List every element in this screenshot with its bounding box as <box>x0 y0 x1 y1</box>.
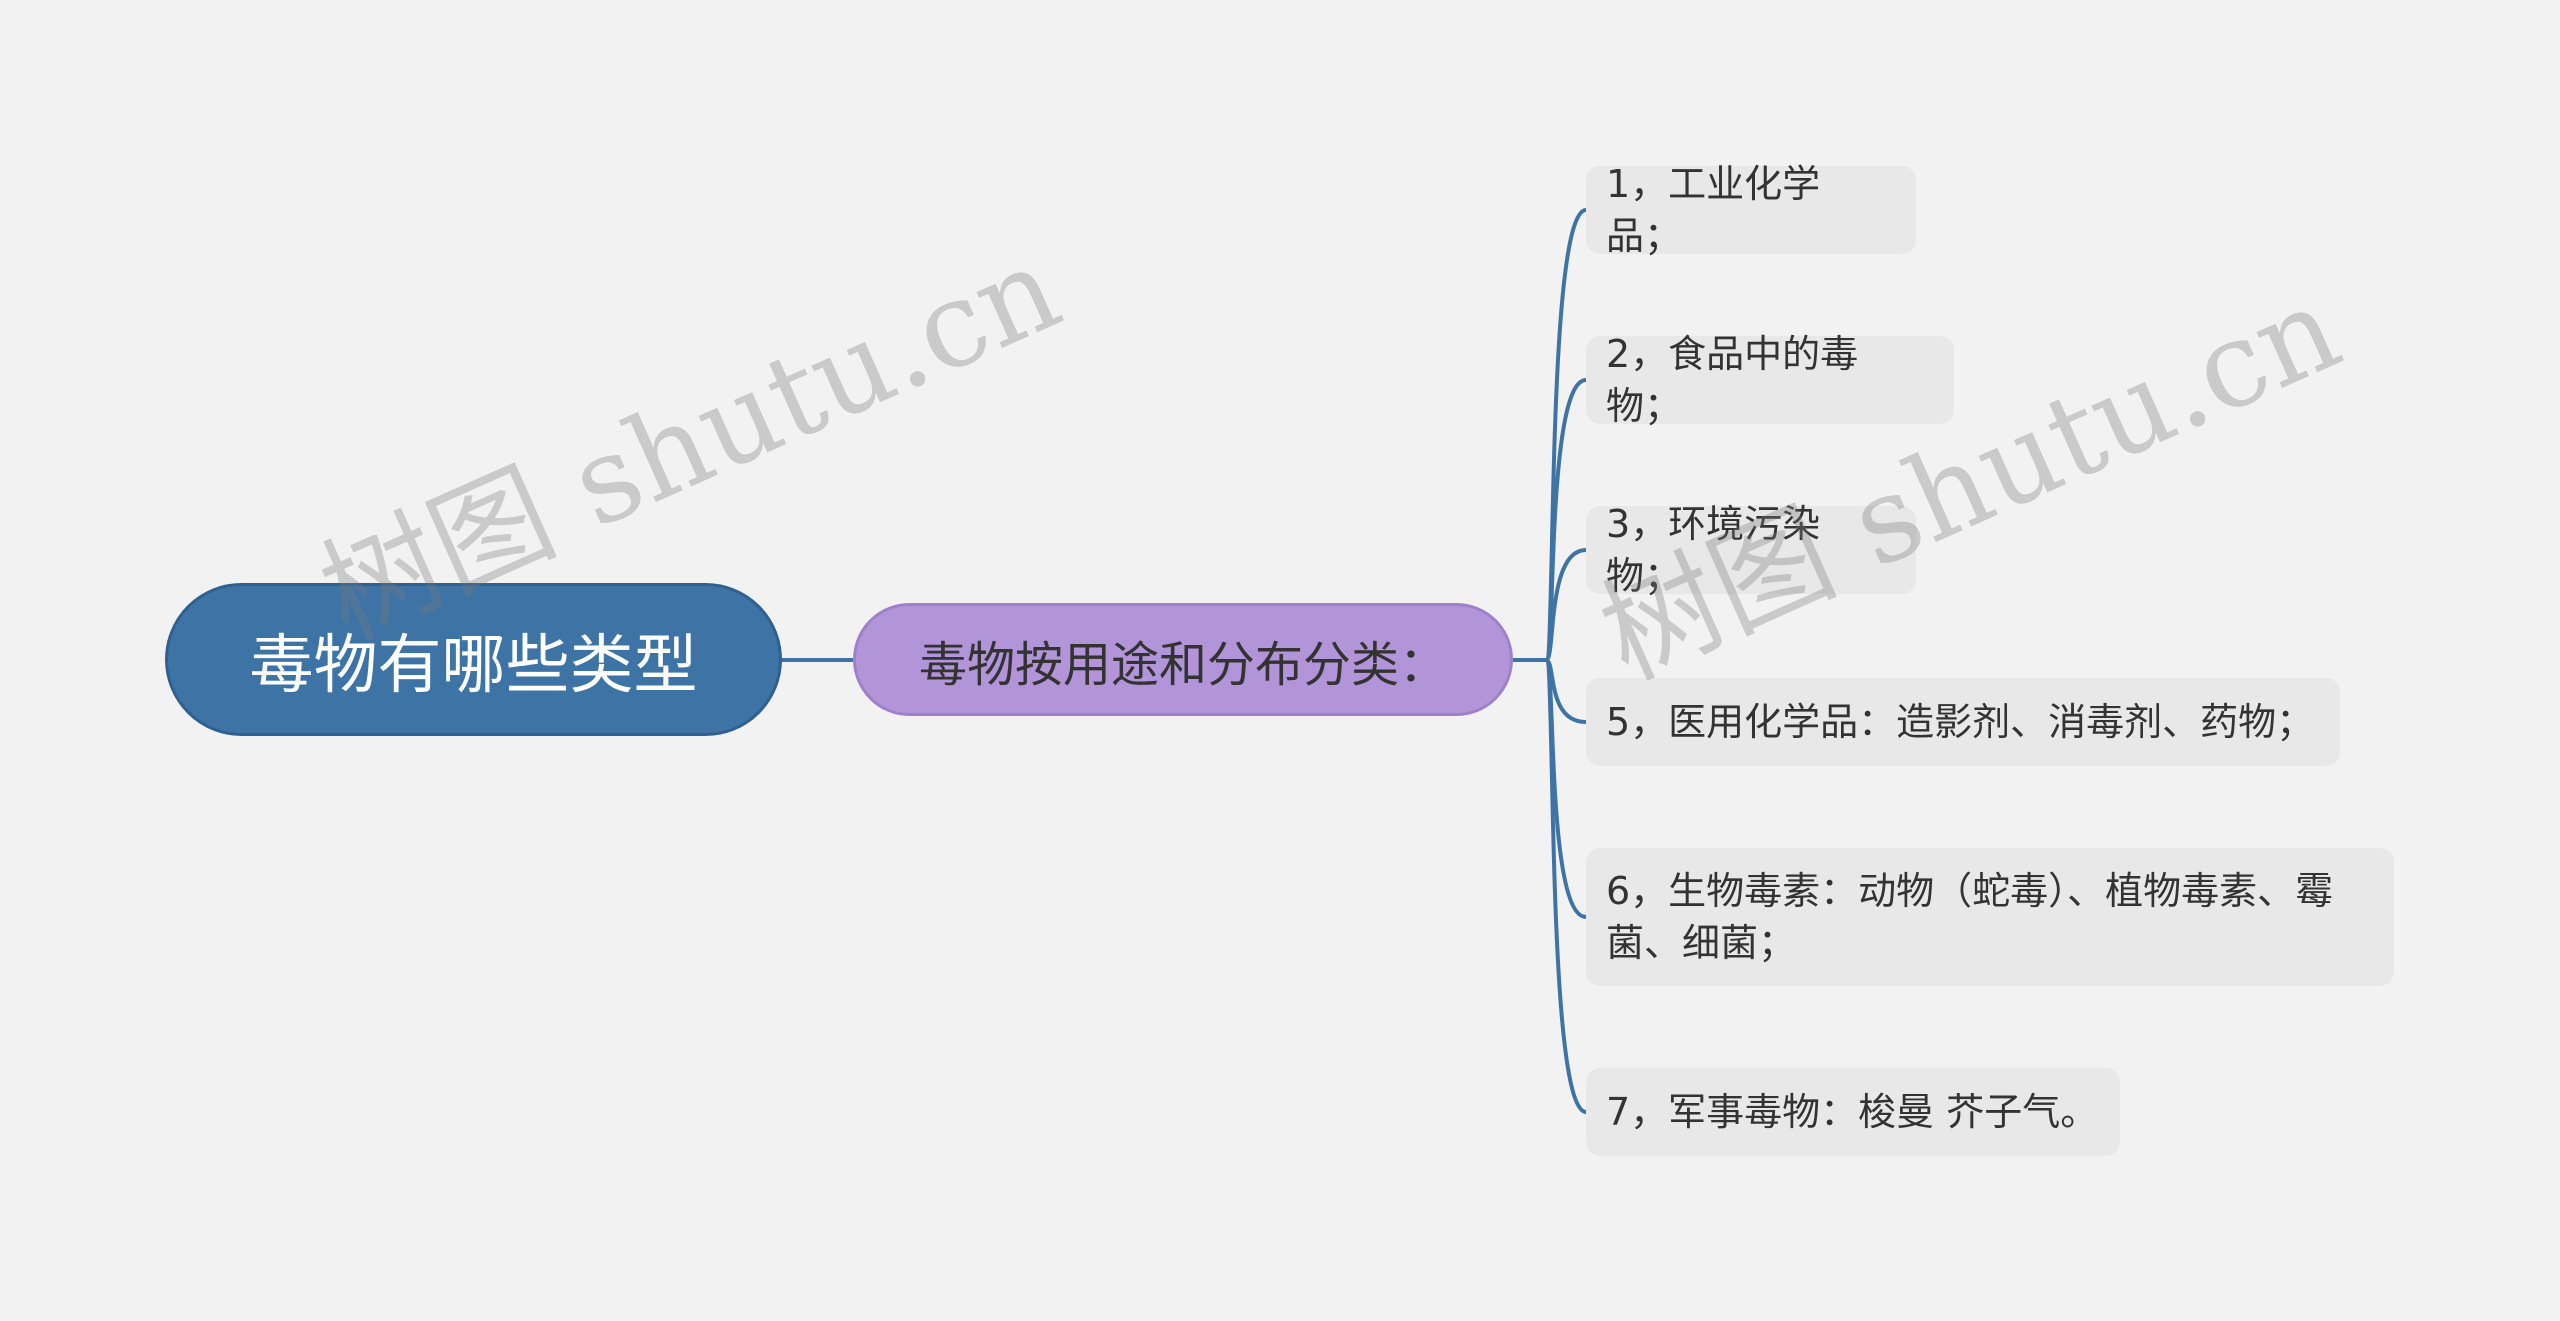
leaf-topic-label-line2: 菌、细菌； <box>1606 921 1797 965</box>
branch-topic[interactable]: 毒物按用途和分布分类： <box>853 603 1513 716</box>
leaf-topic-label: 3，环境污染物； <box>1606 502 1821 598</box>
leaf-topic-label: 2，食品中的毒物； <box>1606 332 1859 428</box>
leaf-topic-3[interactable]: 3，环境污染物； <box>1586 502 1916 598</box>
leaf-topic-1[interactable]: 1，工业化学品； <box>1586 162 1916 258</box>
leaf-topic-label-block: 6，生物毒素：动物（蛇毒）、植物毒素、霉 菌、细菌； <box>1606 865 2333 969</box>
leaf-topic-label: 1，工业化学品； <box>1606 162 1821 258</box>
root-topic-label: 毒物有哪些类型 <box>249 628 698 703</box>
leaf-topic-label-line1: 6，生物毒素：动物（蛇毒）、植物毒素、霉 <box>1606 869 2334 913</box>
leaf-topic-label: 7，军事毒物：梭曼 芥子气。 <box>1606 1090 2099 1134</box>
leaf-topic-2[interactable]: 2，食品中的毒物； <box>1586 332 1954 428</box>
leaf-connector-6 <box>1544 658 1587 1114</box>
leaf-topic-7[interactable]: 7，军事毒物：梭曼 芥子气。 <box>1586 1068 2120 1156</box>
root-topic[interactable]: 毒物有哪些类型 <box>165 583 782 736</box>
leaf-topic-5[interactable]: 5，医用化学品：造影剂、消毒剂、药物； <box>1586 678 2340 766</box>
leaf-connector-3 <box>1544 548 1587 662</box>
leaf-topic-6[interactable]: 6，生物毒素：动物（蛇毒）、植物毒素、霉 菌、细菌； <box>1586 848 2394 986</box>
leaf-topic-label: 5，医用化学品：造影剂、消毒剂、药物； <box>1606 700 2315 744</box>
branch-topic-label: 毒物按用途和分布分类： <box>918 636 1447 693</box>
